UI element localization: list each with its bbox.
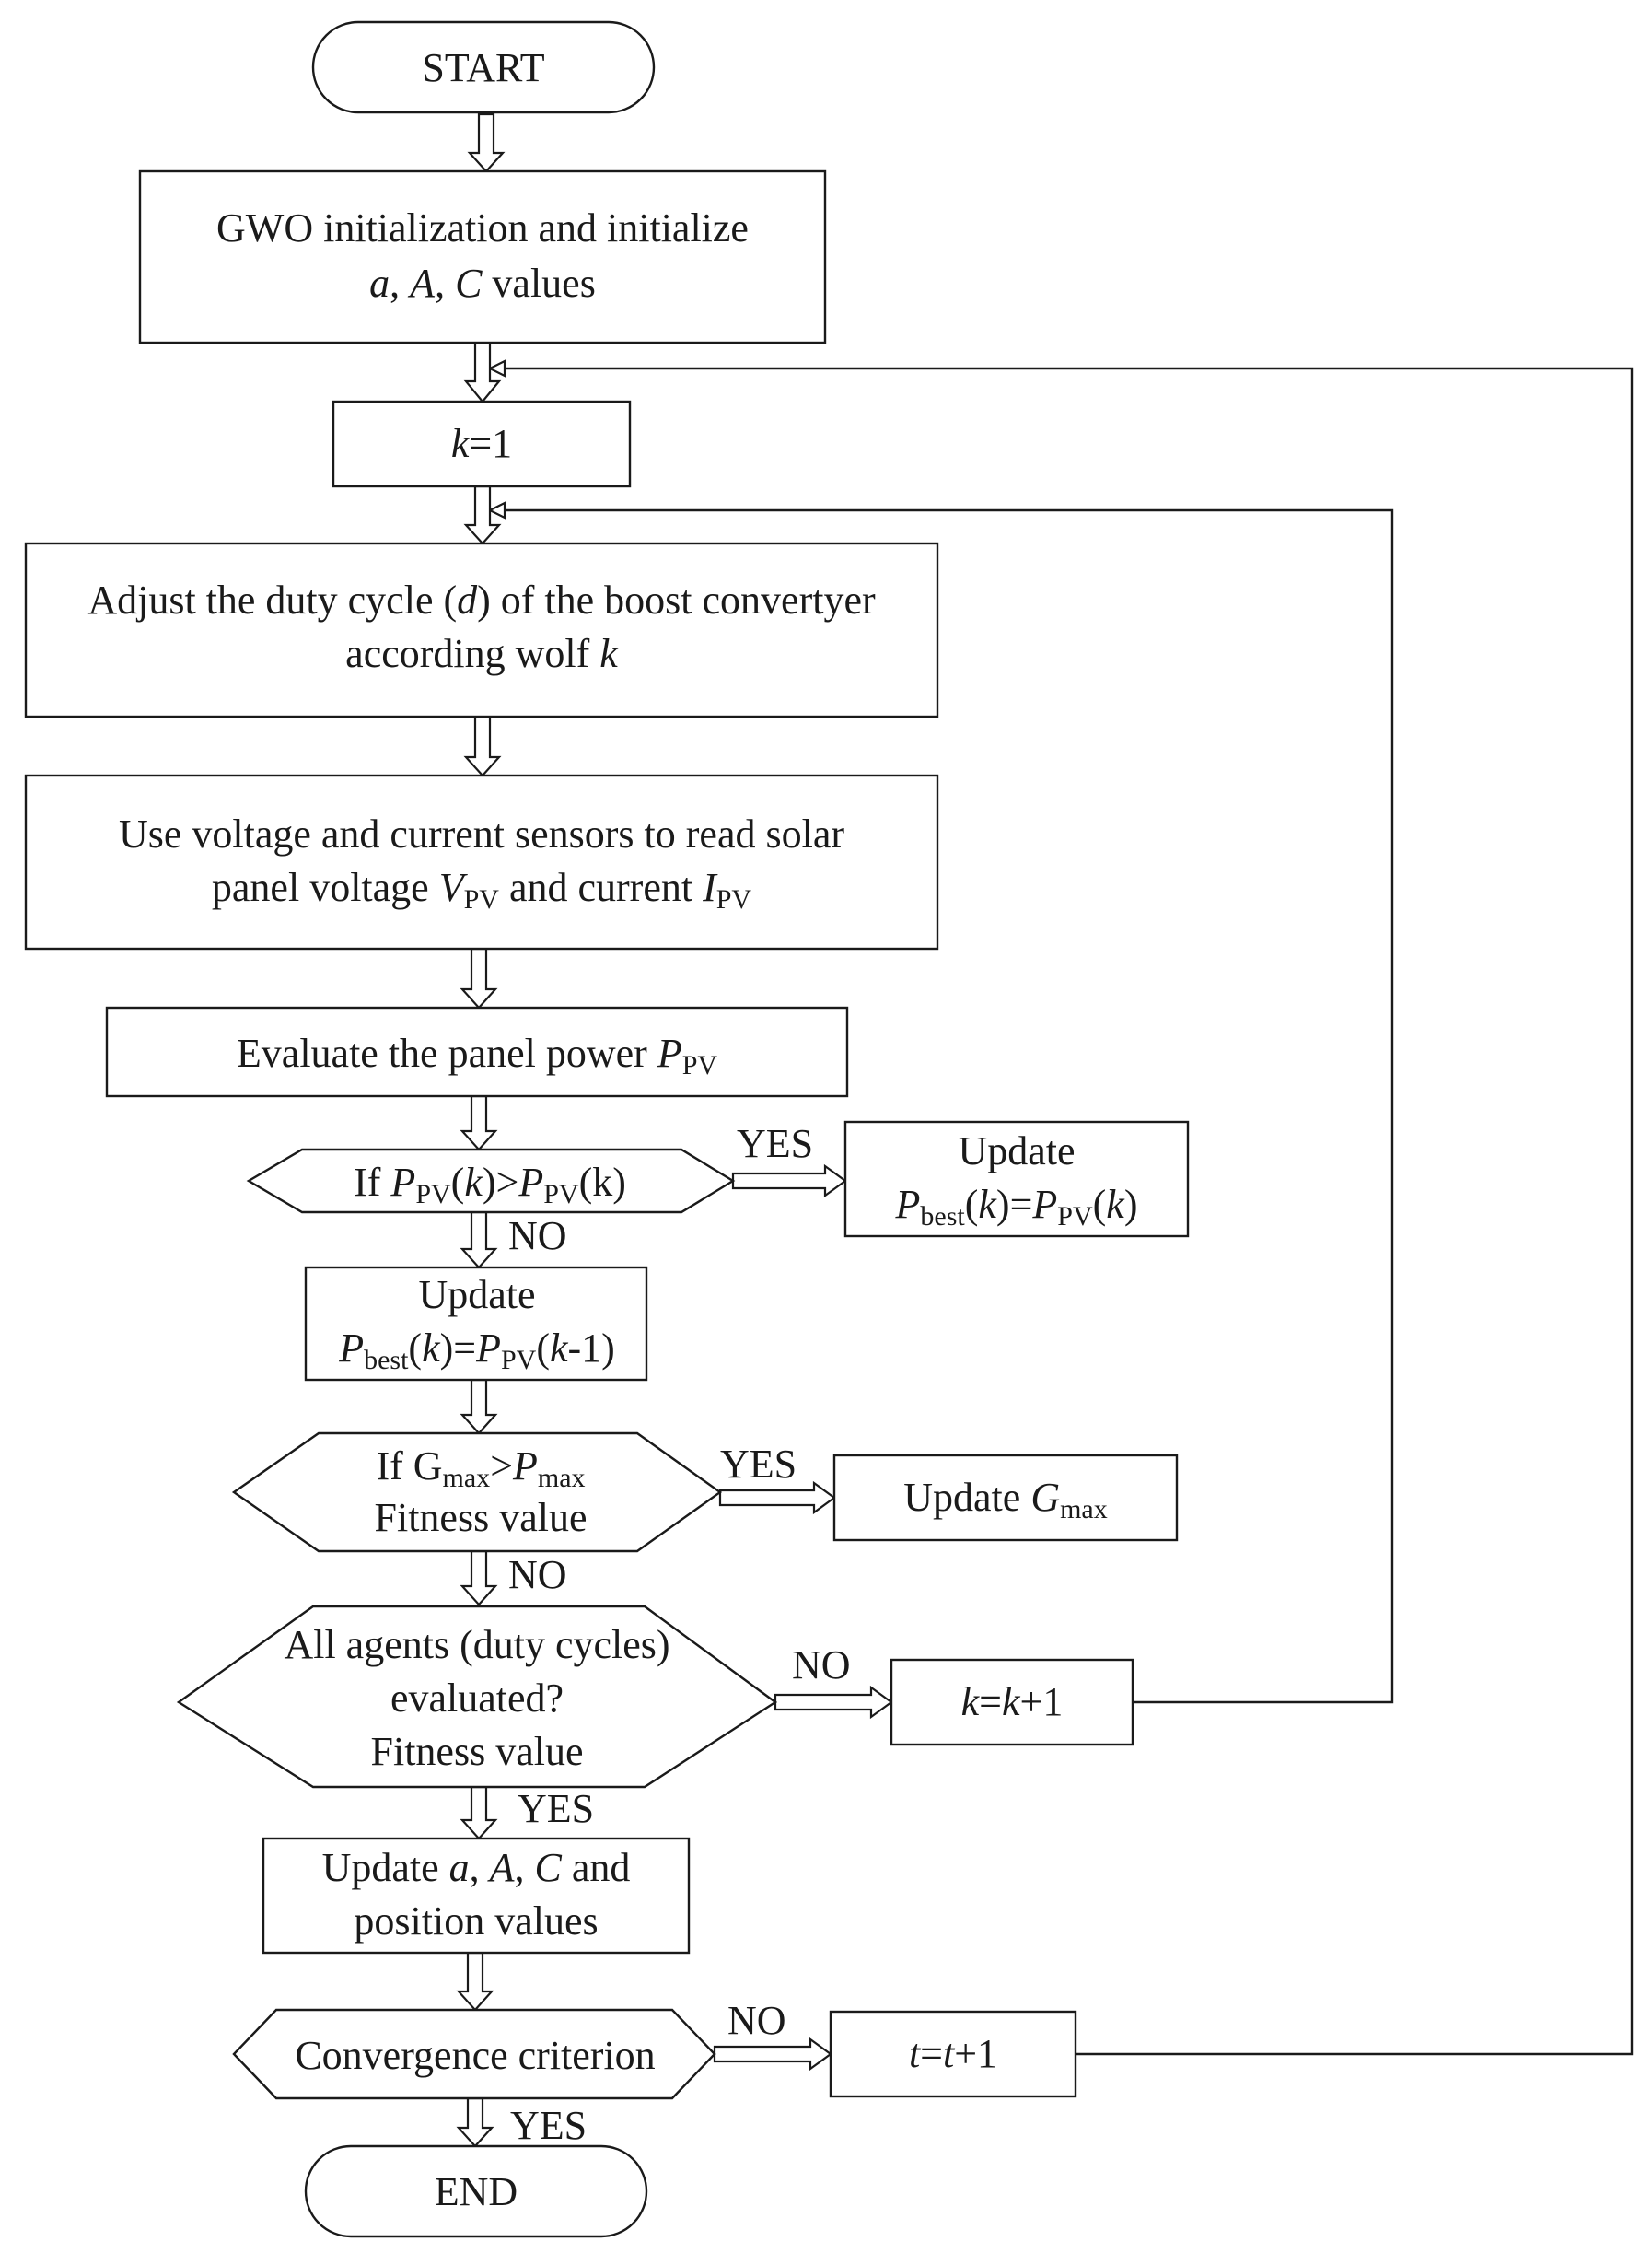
arrow-conv-no bbox=[713, 2037, 832, 2072]
evaluate-label: Evaluate the panel power PPV bbox=[237, 1031, 717, 1080]
init-line2: a, A, C values bbox=[369, 261, 596, 306]
arrow-k1-adjust bbox=[463, 485, 502, 545]
arrow-evaluate-cond1 bbox=[460, 1094, 498, 1151]
update-yes1-line1: Update bbox=[958, 1128, 1075, 1173]
adjust-line2: according wolf k bbox=[345, 631, 619, 676]
arrow-cond1-update bbox=[460, 1210, 498, 1269]
arrow-sensors-evaluate bbox=[460, 947, 498, 1010]
start-terminal bbox=[311, 20, 656, 114]
tt1-label: t=t+1 bbox=[909, 2031, 997, 2076]
cond2-line1: If Gmax>Pmax bbox=[376, 1443, 585, 1493]
init-line1: GWO initialization and initialize bbox=[216, 205, 749, 251]
k-init-label: k=1 bbox=[451, 421, 512, 466]
power-compare-decision bbox=[246, 1148, 736, 1214]
arrow-init-k1 bbox=[463, 341, 502, 403]
update-coefficients-process bbox=[262, 1837, 691, 1955]
loop-kk1-to-adjust bbox=[497, 508, 1394, 1704]
cond3-no-label: NO bbox=[792, 1642, 851, 1687]
arrow-cond1-yes bbox=[731, 1163, 847, 1198]
cond3-line3: Fitness value bbox=[371, 1729, 584, 1774]
cond1-yes-label: YES bbox=[737, 1121, 813, 1166]
adjust-process bbox=[24, 542, 939, 718]
loop-tt1-to-k1 bbox=[497, 367, 1634, 2056]
increment-k-process bbox=[890, 1658, 1134, 1746]
cond1-label: If PPV(k)>PPV(k) bbox=[354, 1160, 626, 1209]
down-arrows bbox=[456, 112, 506, 2148]
gmax-compare-decision bbox=[231, 1431, 723, 1553]
k-init-process bbox=[332, 400, 632, 488]
arrow-start-init bbox=[467, 112, 506, 173]
arrow-updateaac-conv bbox=[456, 1951, 494, 2012]
arrow-cond3-updateaac bbox=[460, 1785, 498, 1840]
adjust-line1: Adjust the duty cycle (d) of the boost c… bbox=[87, 578, 876, 623]
conv-no-label: NO bbox=[727, 1998, 786, 2043]
convergence-decision bbox=[232, 2008, 716, 2100]
start-label: START bbox=[422, 45, 544, 90]
init-process bbox=[138, 169, 827, 344]
loop-arrowhead-adjust bbox=[487, 501, 506, 520]
end-label: END bbox=[435, 2169, 518, 2214]
update-no1-line2: Pbest(k)=PPV(k-1) bbox=[338, 1325, 615, 1375]
update-gmax-label: Update Gmax bbox=[903, 1475, 1108, 1524]
arrow-conv-end bbox=[456, 2096, 494, 2148]
sensors-line1: Use voltage and current sensors to read … bbox=[119, 811, 844, 857]
sensors-line2: panel voltage VPV and current IPV bbox=[212, 865, 752, 915]
arrow-cond2-yes bbox=[718, 1480, 836, 1515]
update-pbest-previous-process bbox=[304, 1266, 648, 1382]
cond1-no-label: NO bbox=[508, 1213, 567, 1258]
update-pbest-current-process bbox=[843, 1120, 1190, 1238]
arrow-adjust-sensors bbox=[463, 715, 502, 777]
cond3-line1: All agents (duty cycles) bbox=[284, 1622, 669, 1667]
update-gmax-process bbox=[832, 1454, 1179, 1542]
cond2-line2: Fitness value bbox=[375, 1495, 588, 1540]
update-aac-line2: position values bbox=[354, 1898, 598, 1944]
update-yes1-line2: Pbest(k)=PPV(k) bbox=[895, 1182, 1138, 1232]
update-aac-line1: Update a, A, C and bbox=[322, 1845, 631, 1890]
kk1-label: k=k+1 bbox=[961, 1679, 1064, 1724]
convergence-label: Convergence criterion bbox=[295, 2033, 655, 2078]
arrow-cond2-cond3 bbox=[460, 1549, 498, 1606]
evaluate-process bbox=[105, 1006, 849, 1098]
increment-t-process bbox=[829, 2010, 1077, 2098]
cond3-yes-label: YES bbox=[518, 1786, 594, 1831]
loop-arrowhead-k1 bbox=[487, 359, 506, 378]
arrow-update-cond2 bbox=[460, 1378, 498, 1435]
sensors-process bbox=[24, 774, 939, 951]
cond3-line2: evaluated? bbox=[390, 1675, 564, 1721]
end-terminal bbox=[304, 2144, 648, 2238]
update-no1-line1: Update bbox=[418, 1272, 535, 1317]
cond2-no-label: NO bbox=[508, 1552, 567, 1597]
arrow-cond3-no bbox=[774, 1685, 893, 1720]
cond2-yes-label: YES bbox=[720, 1442, 797, 1487]
agents-evaluated-decision bbox=[176, 1605, 778, 1789]
right-arrows bbox=[713, 1163, 893, 2072]
conv-yes-label: YES bbox=[510, 2103, 587, 2148]
